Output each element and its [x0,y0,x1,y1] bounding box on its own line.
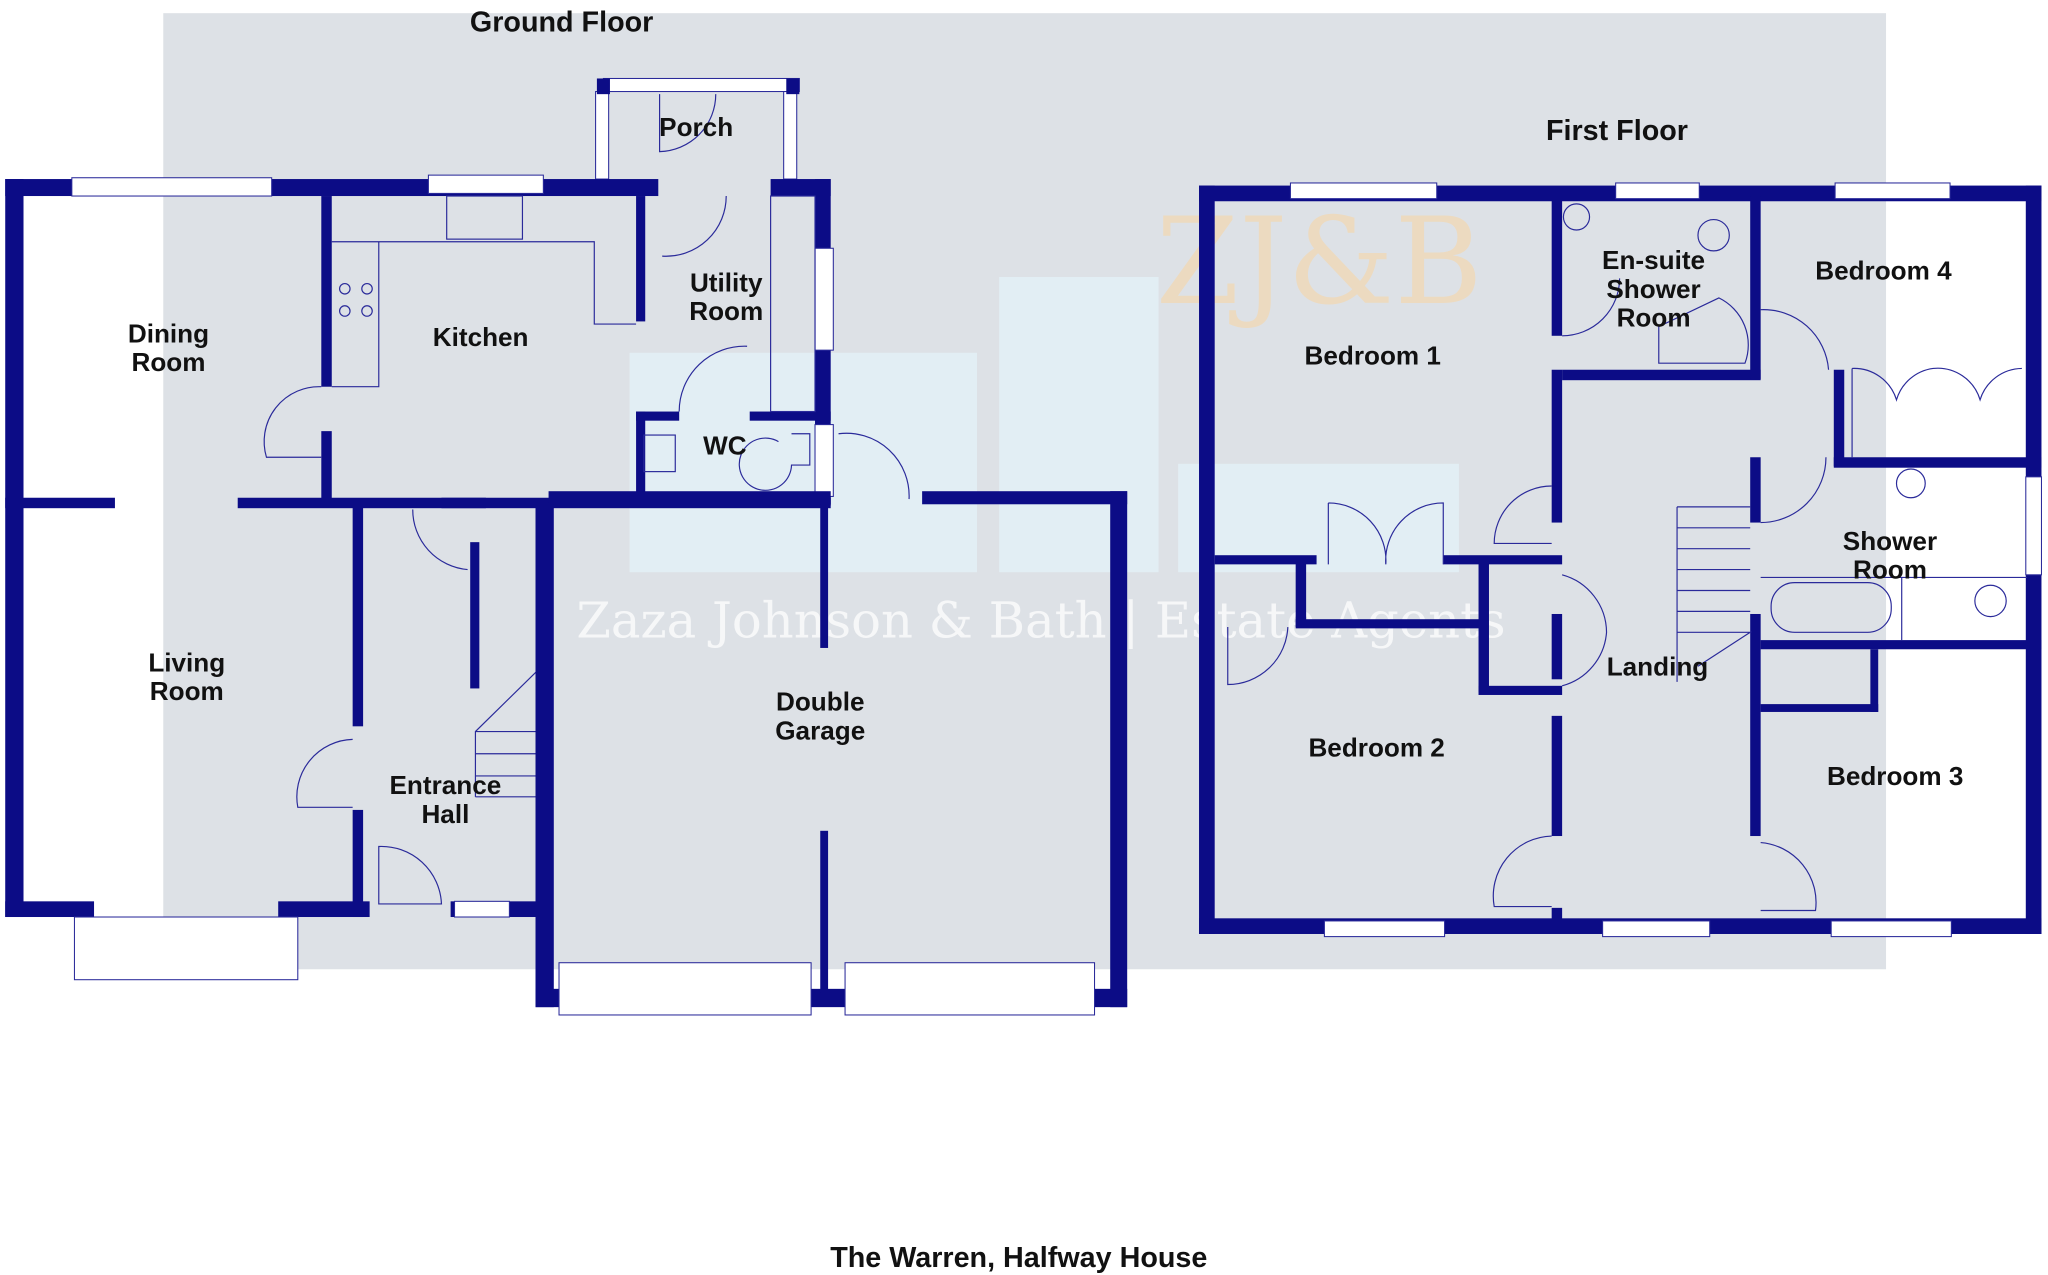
property-address: The Warren, Halfway House [830,1242,1207,1274]
room-label-living-2: Room [150,676,224,706]
first-floor: First Floor [1199,115,2042,938]
room-label-dining: Dining [128,318,209,348]
room-label-shower-room-2: Room [1853,555,1927,585]
room-label-bedroom-3: Bedroom 3 [1827,761,1963,791]
ground-floor-title: Ground Floor [470,6,653,38]
room-label-bedroom-1: Bedroom 1 [1305,341,1441,371]
ground-floor: Ground Floor [5,6,1128,1016]
room-label-shower-room: Shower [1843,526,1937,556]
room-label-porch: Porch [659,112,733,142]
room-label-landing: Landing [1607,651,1709,681]
room-label-ensuite-2: Shower [1606,274,1700,304]
first-floor-title: First Floor [1546,115,1688,147]
room-label-entrance-hall: Entrance [390,770,502,800]
room-label-dining-2: Room [132,347,206,377]
room-label-bedroom-2: Bedroom 2 [1308,732,1444,762]
room-label-utility-2: Room [689,296,763,326]
room-label-entrance-hall-2: Hall [421,799,469,829]
room-label-ensuite: En-suite [1602,245,1705,275]
room-label-ensuite-3: Room [1617,303,1691,333]
room-label-living: Living [148,647,225,677]
room-label-wc: WC [703,431,747,461]
room-label-bedroom-4: Bedroom 4 [1815,256,1952,286]
room-label-utility: Utility [690,267,763,297]
room-label-kitchen: Kitchen [433,322,529,352]
room-label-garage: Double [776,687,864,717]
room-label-garage-2: Garage [775,715,865,745]
